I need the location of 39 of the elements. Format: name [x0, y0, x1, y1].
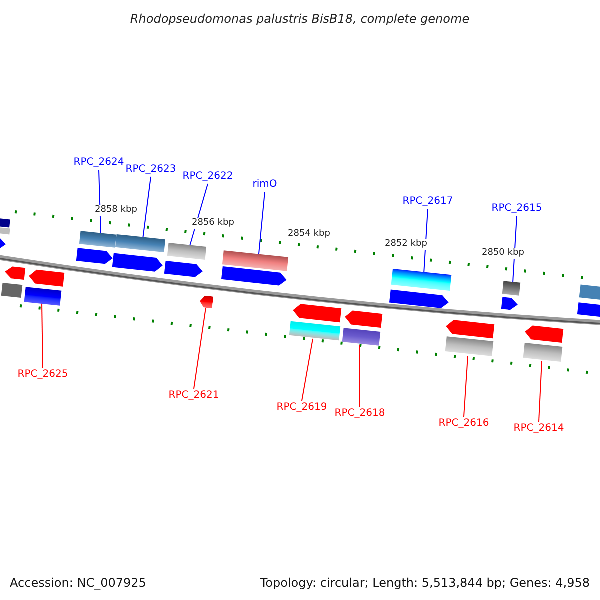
gene-label: rimO: [252, 178, 278, 192]
gene-bar: [115, 234, 166, 253]
gene-bar: [79, 231, 117, 248]
gene-bar: [342, 328, 381, 346]
gene-label: RPC_2625: [18, 368, 68, 382]
leader-line: [142, 176, 152, 240]
gene-label: RPC_2621: [168, 389, 220, 403]
footer-text: Topology: circular; Length: 5,513,844 bp; Genes: 4,958: [260, 575, 590, 592]
leader-line: [194, 308, 206, 390]
gene-bar: [445, 336, 494, 356]
gene-label: RPC_2618: [334, 407, 386, 421]
gene-label: RPC_2623: [126, 163, 176, 177]
scale-label: 2856 kbp: [192, 218, 234, 229]
gene-label: RPC_2622: [182, 170, 234, 184]
gene-bar: [24, 287, 62, 306]
scale-label: 2850 kbp: [482, 248, 524, 259]
title: Rhodopseudomonas palustris BisB18, complete genome: [129, 11, 471, 28]
leader-line: [464, 356, 468, 418]
gene-bar: [391, 268, 452, 292]
gene-bar: [523, 343, 563, 362]
leader-line: [42, 302, 44, 368]
gene-label: RPC_2624: [74, 156, 124, 170]
gene-label: RPC_2617: [402, 195, 454, 209]
leader-line: [258, 192, 266, 254]
gene-bar: [502, 281, 521, 296]
gene-bar: [167, 243, 207, 260]
gene-bar: [289, 321, 341, 341]
gene-label: RPC_2616: [438, 417, 490, 431]
gene-label: RPC_2619: [276, 401, 328, 415]
gene-label: RPC_2614: [514, 422, 564, 436]
leader-line: [538, 360, 542, 422]
footer-text: Accession: NC_007925: [10, 575, 146, 592]
gene-label: RPC_2615: [492, 202, 542, 216]
scale-label: 2854 kbp: [288, 229, 330, 240]
scale-label: 2858 kbp: [95, 205, 138, 216]
gene-bar: [199, 295, 214, 309]
gene-bar: [222, 250, 289, 272]
leader-line: [302, 338, 314, 402]
scale-label: 2852 kbp: [385, 239, 428, 250]
